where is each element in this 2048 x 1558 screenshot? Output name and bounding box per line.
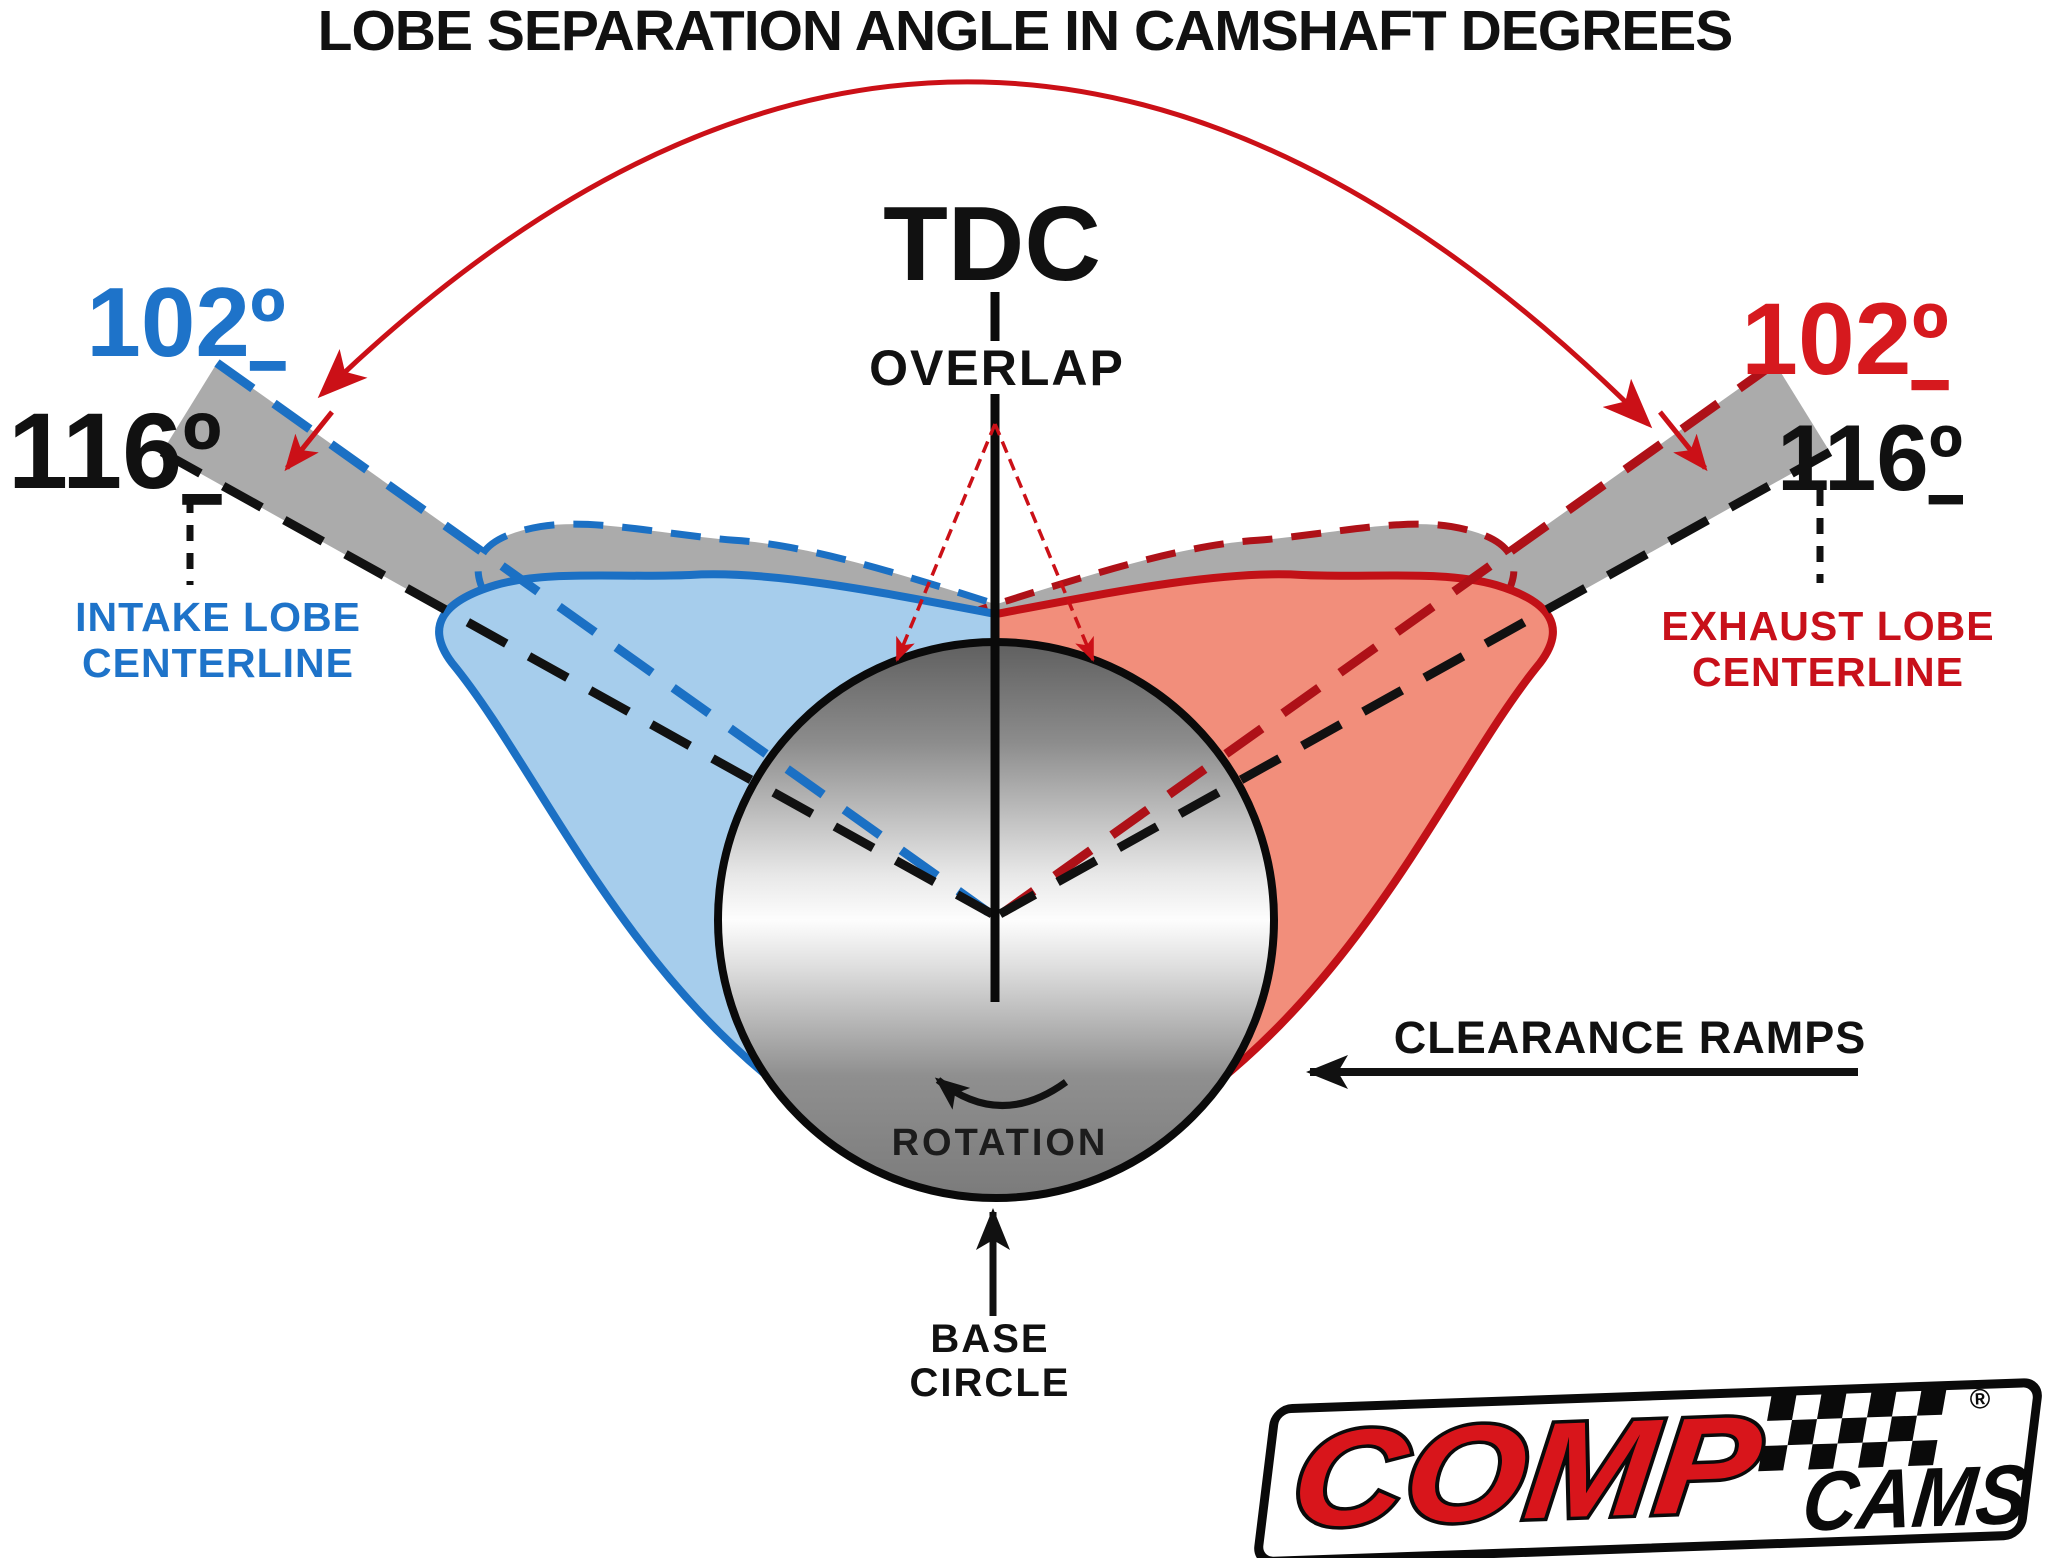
overlap-v-right (993, 423, 1095, 662)
overlap-v-left (895, 423, 997, 662)
intake-advanced-centerline-dashed (214, 359, 991, 916)
logo-comp-text: COMP (1286, 1386, 1769, 1555)
intake-centerline-label-1: INTAKE LOBE (75, 594, 361, 640)
exhaust-advanced-angle: 102º (1741, 282, 1948, 396)
comp-cams-logo: COMP CAMS ® (1254, 1378, 2042, 1558)
logo-checkered-flag (1758, 1389, 1947, 1472)
intake-tappet-band (162, 363, 568, 662)
clearance-ramps-label: CLEARANCE RAMPS (1394, 1012, 1867, 1063)
intake-centerline-dashed (159, 448, 995, 918)
exhaust-centerline-label-2: CENTERLINE (1692, 649, 1964, 695)
exhaust-tappet-band (1424, 363, 1830, 662)
tdc-label: TDC (883, 185, 1101, 303)
rotation-label: ROTATION (892, 1122, 1109, 1164)
rotation-arrow (934, 1077, 1069, 1110)
lobe-separation-arc (317, 79, 1653, 429)
intake-actual-angle: 116º (8, 390, 222, 511)
intake-centerline-label-2: CENTERLINE (82, 640, 354, 686)
diagram-title: LOBE SEPARATION ANGLE IN CAMSHAFT DEGREE… (318, 0, 1733, 63)
exhaust-actual-angle: 116º (1777, 405, 1963, 510)
exhaust-advance-arrow (1658, 410, 1708, 472)
exhaust-centerline-dashed (997, 448, 1833, 918)
exhaust-centerline-label-1: EXHAUST LOBE (1661, 603, 1994, 649)
base-circle-label-1: BASE (930, 1317, 1049, 1361)
intake-advanced-angle: 102º (86, 267, 285, 377)
base-circle-label-2: CIRCLE (910, 1361, 1071, 1405)
overlap-label: OVERLAP (869, 340, 1125, 396)
logo-cams-text: CAMS (1798, 1447, 2032, 1549)
logo-registered-mark: ® (1969, 1383, 1991, 1415)
exhaust-advanced-centerline-dashed (1001, 359, 1778, 916)
intake-advance-arrow (284, 410, 334, 472)
